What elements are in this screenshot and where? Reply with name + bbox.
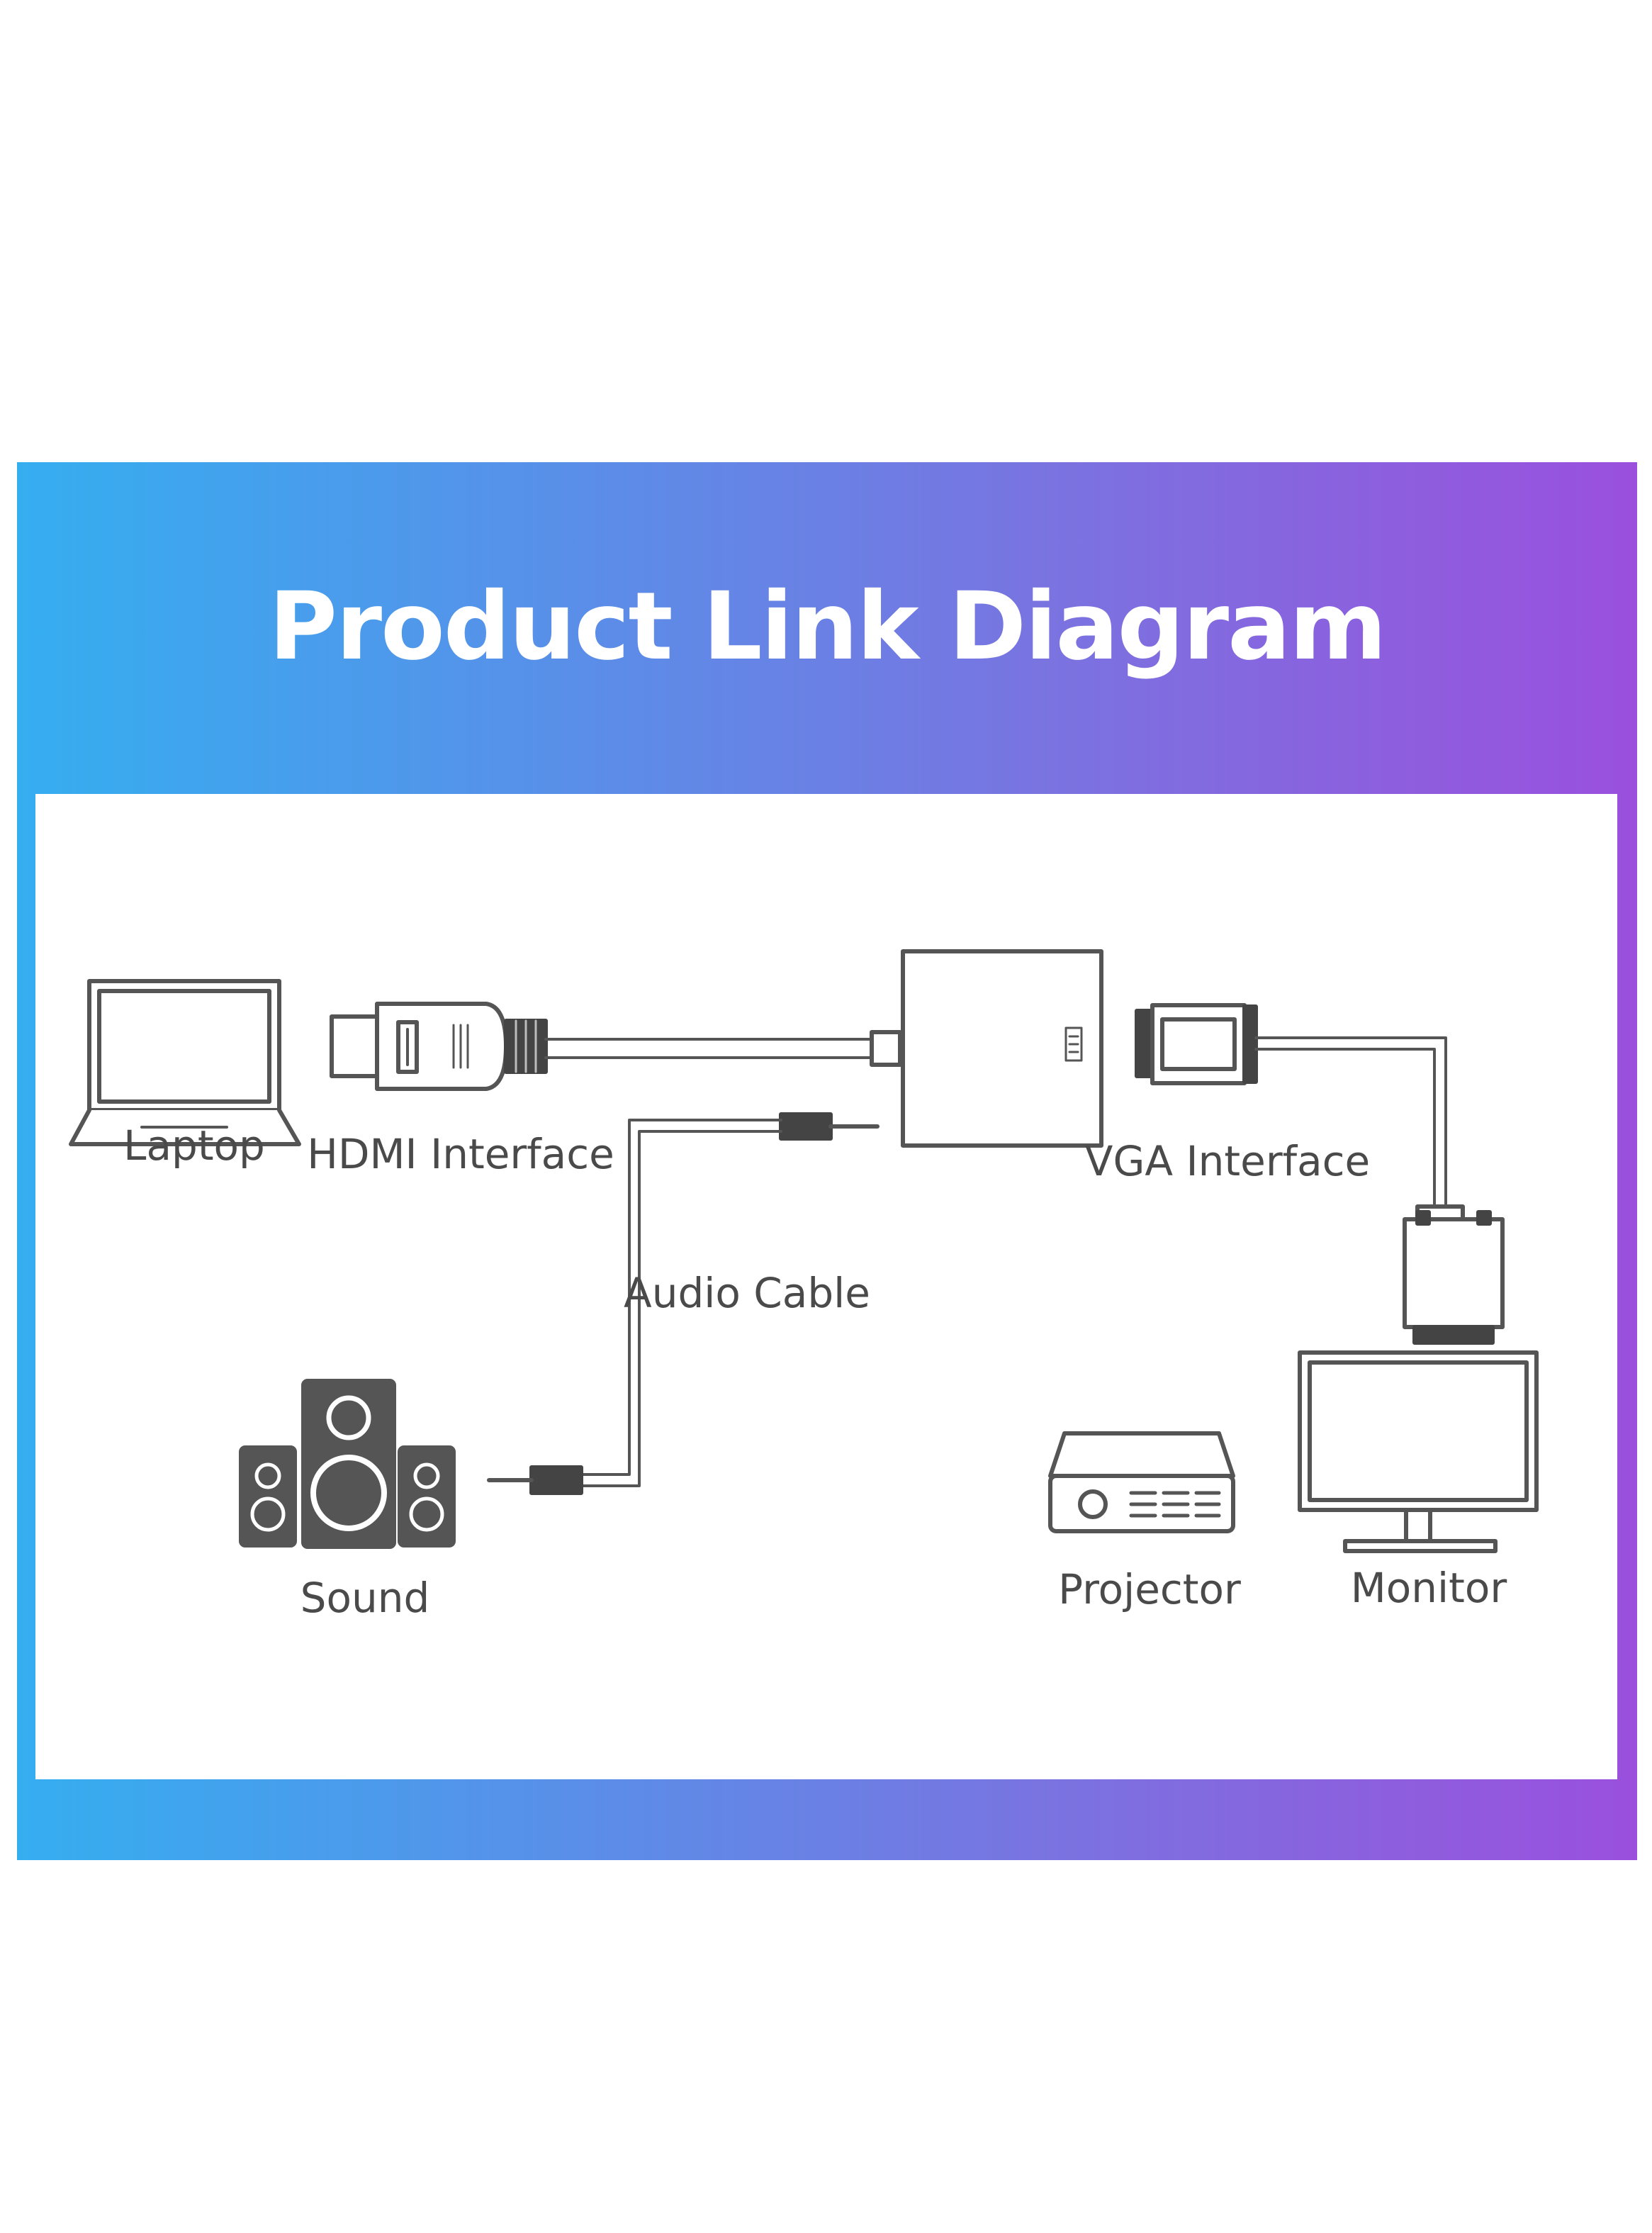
vga-connector-icon [1135, 1003, 1258, 1085]
link-diagram: Laptop HDMI Interface VGA Interface Audi… [69, 949, 1539, 1622]
vga-interface-label: VGA Interface [1085, 1137, 1370, 1185]
hdmi-cable [544, 1030, 902, 1067]
audio-cable [487, 1112, 880, 1495]
hdmi-connector-icon [330, 1002, 548, 1091]
projector-label: Projector [1058, 1565, 1241, 1613]
audio-cable-label: Audio Cable [624, 1269, 870, 1317]
diagram-panel: Laptop HDMI Interface VGA Interface Audi… [35, 794, 1617, 1779]
projector-icon [1048, 1431, 1235, 1533]
monitor-icon [1298, 1350, 1539, 1553]
speaker-icon [239, 1379, 456, 1549]
laptop-label: Laptop [123, 1121, 265, 1170]
vga-connector-monitor-icon [1403, 1210, 1505, 1345]
vga-cable [1254, 1036, 1465, 1221]
adapter-box [901, 949, 1103, 1148]
banner: Product Link Diagram [17, 462, 1637, 1860]
page-title: Product Link Diagram [269, 572, 1386, 681]
monitor-label: Monitor [1351, 1564, 1507, 1612]
hdmi-interface-label: HDMI Interface [307, 1130, 614, 1178]
sound-label: Sound [300, 1574, 430, 1622]
laptop-icon [69, 979, 301, 1146]
